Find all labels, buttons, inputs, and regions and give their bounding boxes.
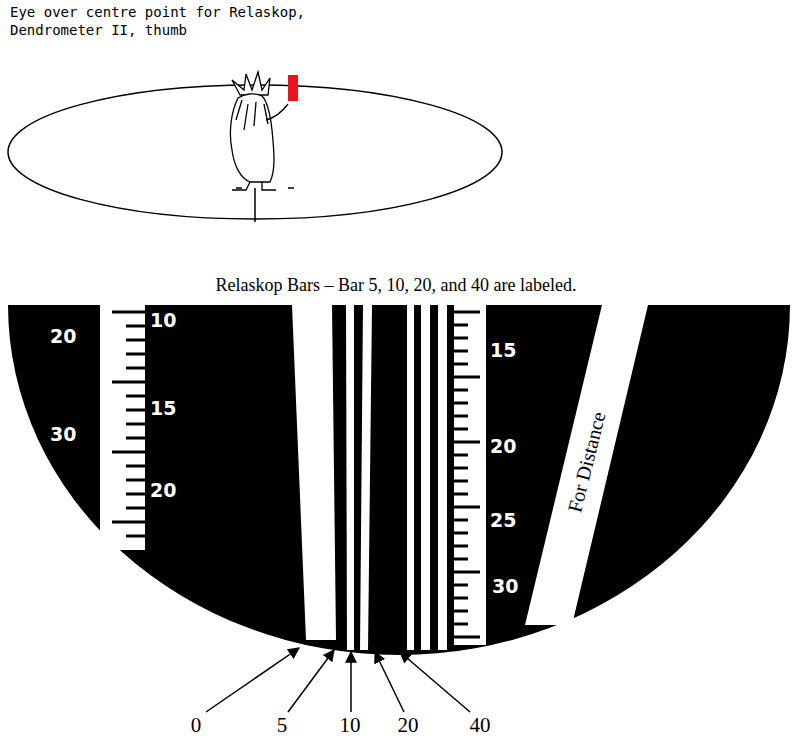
scale-number: 20 (150, 480, 176, 501)
leader-arrows (206, 648, 470, 712)
observer-figure (230, 72, 288, 190)
tick (454, 636, 480, 639)
caption: Relaskop Bars – Bar 5, 10, 20, and 40 ar… (216, 276, 577, 296)
tick (454, 480, 468, 483)
tick (126, 353, 145, 356)
tick (126, 409, 145, 412)
bar-40 (438, 305, 447, 650)
tick (454, 441, 480, 444)
scale-number: 10 (150, 310, 176, 331)
tick (454, 584, 468, 587)
bar-5 (292, 305, 336, 640)
tick (454, 506, 480, 509)
tick (454, 415, 468, 418)
tick (454, 376, 480, 379)
tick (454, 337, 468, 340)
tick (454, 558, 468, 561)
tick (126, 507, 145, 510)
scale-number: 25 (490, 510, 516, 531)
tick (126, 325, 145, 328)
scale-number: 30 (492, 576, 518, 597)
tick (126, 423, 145, 426)
bar-40 (407, 305, 414, 650)
scale-number: 30 (50, 424, 76, 445)
tick (454, 311, 480, 314)
tick (454, 350, 468, 353)
tick (112, 451, 145, 454)
tick (454, 493, 468, 496)
tick (126, 395, 145, 398)
distance-band (525, 305, 648, 625)
scale-ticks (454, 312, 480, 637)
tick (126, 535, 145, 538)
tick (126, 367, 145, 370)
scale-ticks (112, 312, 145, 536)
tick (454, 623, 468, 626)
scale-number: 20 (490, 436, 516, 457)
tick (126, 493, 145, 496)
right-scale (454, 305, 486, 645)
bar-number: 5 (277, 714, 288, 737)
relaskop-scale-drum (8, 305, 790, 655)
scale-number: 15 (150, 398, 176, 419)
left-scale (100, 305, 145, 550)
tick (454, 324, 468, 327)
tick (454, 428, 468, 431)
tick (126, 339, 145, 342)
bar-40 (421, 305, 430, 650)
tick (454, 389, 468, 392)
tick (454, 467, 468, 470)
scale-number: 20 (50, 326, 76, 347)
bar-20 (360, 305, 372, 650)
instruction-text: Eye over centre point for Relaskop, Dend… (10, 4, 330, 39)
bar-number: 0 (191, 714, 202, 737)
centre-line (254, 188, 256, 222)
tick (454, 519, 468, 522)
tick (454, 363, 468, 366)
centre-mark (236, 187, 242, 189)
relaskop-instrument (288, 75, 298, 101)
tick (126, 465, 145, 468)
bar-number: 20 (398, 714, 419, 737)
tick (112, 311, 145, 314)
centre-mark (288, 187, 294, 189)
bar-number: 40 (470, 714, 491, 737)
tick (454, 545, 468, 548)
bar-10 (346, 305, 354, 650)
tick (454, 610, 468, 613)
tick (112, 521, 145, 524)
scale-number: 15 (490, 340, 516, 361)
tick (454, 402, 468, 405)
tick (454, 454, 468, 457)
tick (126, 479, 145, 482)
tick (454, 571, 480, 574)
tick (126, 437, 145, 440)
tick (454, 532, 468, 535)
tick (454, 597, 468, 600)
bar-number: 10 (340, 714, 361, 737)
tick (112, 381, 145, 384)
